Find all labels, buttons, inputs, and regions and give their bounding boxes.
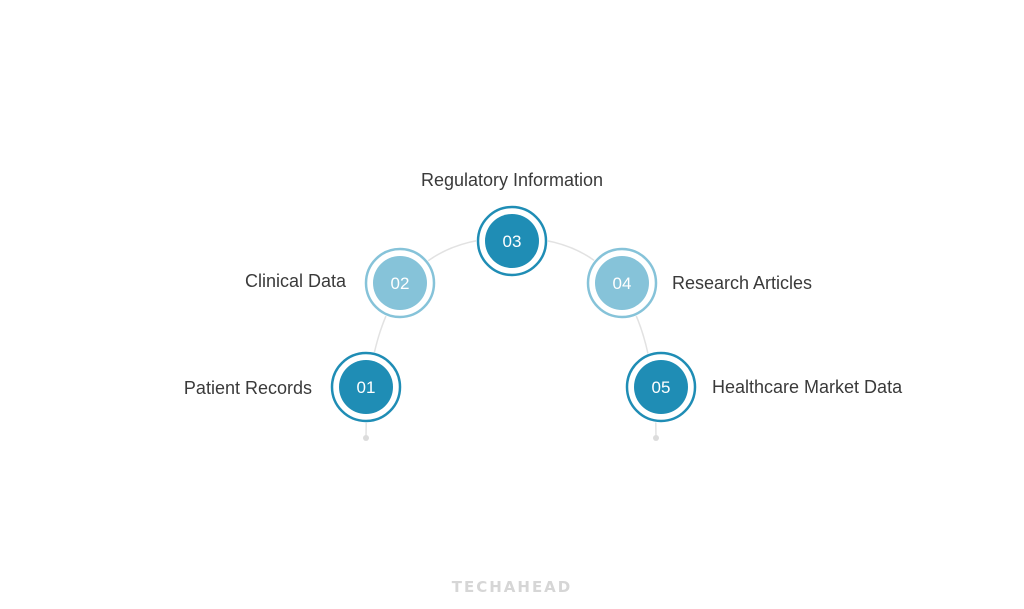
step-nodes: 01 02 03 04 05 [330,205,697,423]
step-number-04: 04 [613,274,632,293]
step-label-05: Healthcare Market Data [712,377,903,397]
step-node-04: 04 [586,247,658,319]
step-node-03: 03 [476,205,548,277]
step-node-fill [373,256,427,310]
step-number-05: 05 [652,378,671,397]
arc-end-dot-right [653,435,659,441]
step-label-02: Clinical Data [244,271,346,291]
step-node-02: 02 [364,247,436,319]
step-label-01: Patient Records [183,378,312,398]
arc-end-dot-left [363,435,369,441]
step-node-ring [586,247,658,319]
step-number-02: 02 [391,274,410,293]
step-node-ring [364,247,436,319]
step-node-05: 05 [625,351,697,423]
techahead-logo: TECHAHEAD [451,578,573,596]
step-node-fill [595,256,649,310]
step-label-03: Regulatory Information [420,170,604,190]
step-node-ring [625,351,697,423]
step-number-03: 03 [503,232,522,251]
step-label-04: Research Articles [672,273,813,293]
step-node-fill [634,360,688,414]
step-node-01: 01 [330,351,402,423]
step-node-fill [339,360,393,414]
step-node-ring [476,205,548,277]
step-node-ring [330,351,402,423]
step-number-01: 01 [357,378,376,397]
step-node-fill [485,214,539,268]
